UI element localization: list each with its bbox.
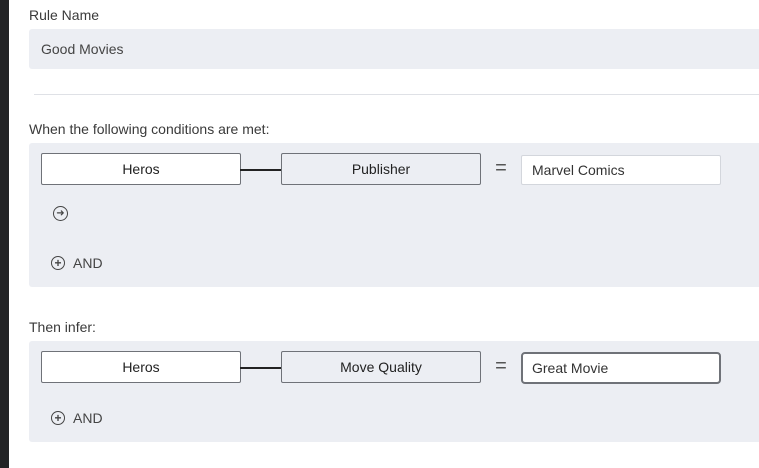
infer-connector [240, 367, 282, 369]
infer-label: Then infer: [29, 319, 96, 335]
infer-value-input[interactable]: Great Movie [521, 352, 721, 384]
conditions-panel: Heros Publisher = Marvel Comics ➜ + AND [29, 143, 759, 287]
conditions-label: When the following conditions are met: [29, 121, 270, 137]
infer-property-chip[interactable]: Move Quality [281, 351, 481, 383]
condition-equals-sign: = [495, 157, 507, 179]
condition-connector [240, 169, 282, 171]
infer-add-and-button[interactable]: + AND [51, 410, 103, 426]
conditions-add-and-label: AND [73, 255, 103, 271]
infer-entity-chip[interactable]: Heros [41, 351, 241, 383]
rule-name-input[interactable]: Good Movies [29, 29, 759, 69]
infer-add-and-label: AND [73, 410, 103, 426]
condition-value-input[interactable]: Marvel Comics [521, 155, 721, 185]
divider [34, 94, 759, 95]
conditions-add-and-button[interactable]: + AND [51, 255, 103, 271]
window-edge [0, 0, 9, 468]
infer-equals-sign: = [495, 355, 507, 377]
condition-property-chip[interactable]: Publisher [281, 153, 481, 185]
arrow-right-circle-icon[interactable]: ➜ [53, 206, 68, 221]
rule-name-label: Rule Name [29, 7, 100, 23]
infer-panel: Heros Move Quality = Great Movie + AND [29, 341, 759, 442]
condition-entity-chip[interactable]: Heros [41, 153, 241, 185]
plus-circle-icon: + [51, 256, 65, 270]
plus-circle-icon: + [51, 411, 65, 425]
